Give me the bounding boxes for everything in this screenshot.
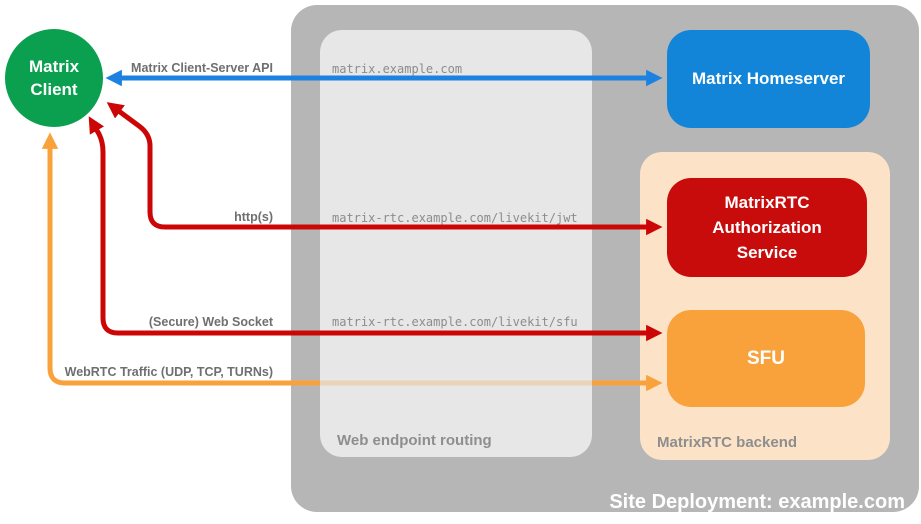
endpoint-url-matrix: matrix.example.com xyxy=(332,62,463,76)
sfu-label: SFU xyxy=(747,347,785,369)
arrow-label-client-server-api: Matrix Client-Server API xyxy=(131,61,273,75)
matrixrtc-auth-service-node: MatrixRTC Authorization Service xyxy=(667,178,867,277)
matrix-homeserver-label: Matrix Homeserver xyxy=(691,69,846,88)
matrixrtc-auth-service-label: MatrixRTC Authorization Service xyxy=(712,193,822,262)
arrow-label-webrtc-traffic: WebRTC Traffic (UDP, TCP, TURNs) xyxy=(64,365,273,379)
sfu-node: SFU xyxy=(667,310,865,407)
arrow-label-websocket: (Secure) Web Socket xyxy=(148,315,273,329)
matrix-homeserver-node: Matrix Homeserver xyxy=(667,30,870,128)
arrow-webrtc-traffic-left xyxy=(41,132,320,386)
endpoint-url-livekit-sfu: matrix-rtc.example.com/livekit/sfu xyxy=(332,315,578,329)
site-deployment-label: Site Deployment: example.com xyxy=(609,491,905,513)
matrixrtc-backend-label: MatrixRTC backend xyxy=(657,434,798,451)
endpoint-url-livekit-jwt: matrix-rtc.example.com/livekit/jwt xyxy=(332,211,578,225)
web-endpoint-routing-container: Web endpoint routing xyxy=(320,30,592,457)
web-endpoint-routing-label: Web endpoint routing xyxy=(337,432,492,449)
matrix-client-node: Matrix Client xyxy=(5,29,103,127)
arrow-label-https: http(s) xyxy=(234,210,273,224)
